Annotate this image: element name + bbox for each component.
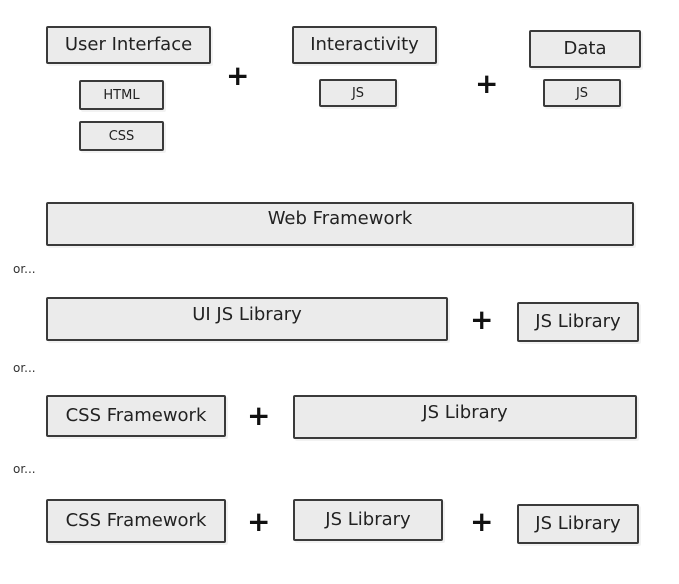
or-separator: or... — [13, 361, 36, 375]
interactivity-js-label: JS — [351, 85, 365, 101]
js-library-label: JS Library — [422, 402, 508, 423]
css-framework-box: CSS Framework — [46, 395, 226, 437]
user-interface-box: User Interface — [46, 26, 211, 64]
js-library-label: JS Library — [535, 513, 621, 534]
interactivity-box: Interactivity — [292, 26, 437, 64]
js-library-box: JS Library — [517, 504, 639, 544]
web-framework-box: Web Framework — [46, 202, 634, 246]
data-label: Data — [563, 38, 607, 59]
web-framework-label: Web Framework — [267, 208, 413, 229]
plus-sign: + — [247, 399, 271, 432]
js-library-label: JS Library — [325, 509, 411, 530]
css-framework-box: CSS Framework — [46, 499, 226, 543]
interactivity-label: Interactivity — [310, 34, 419, 55]
html-box: HTML — [79, 80, 164, 110]
data-box: Data — [529, 30, 641, 68]
or-separator: or... — [13, 462, 36, 476]
plus-sign: + — [247, 505, 271, 538]
plus-sign: + — [475, 67, 499, 100]
css-framework-label: CSS Framework — [65, 510, 207, 531]
html-label: HTML — [103, 87, 140, 103]
data-js-box: JS — [543, 79, 621, 107]
css-label: CSS — [108, 128, 135, 144]
user-interface-label: User Interface — [64, 34, 193, 55]
css-box: CSS — [79, 121, 164, 151]
js-library-label: JS Library — [535, 311, 621, 332]
plus-sign: + — [226, 59, 250, 92]
plus-sign: + — [470, 303, 494, 336]
ui-js-library-label: UI JS Library — [192, 304, 302, 325]
plus-sign: + — [470, 505, 494, 538]
ui-js-library-box: UI JS Library — [46, 297, 448, 341]
or-separator: or... — [13, 262, 36, 276]
interactivity-js-box: JS — [319, 79, 397, 107]
js-library-box: JS Library — [293, 499, 443, 541]
js-library-box: JS Library — [517, 302, 639, 342]
data-js-label: JS — [575, 85, 589, 101]
js-library-box: JS Library — [293, 395, 637, 439]
css-framework-label: CSS Framework — [65, 405, 207, 426]
